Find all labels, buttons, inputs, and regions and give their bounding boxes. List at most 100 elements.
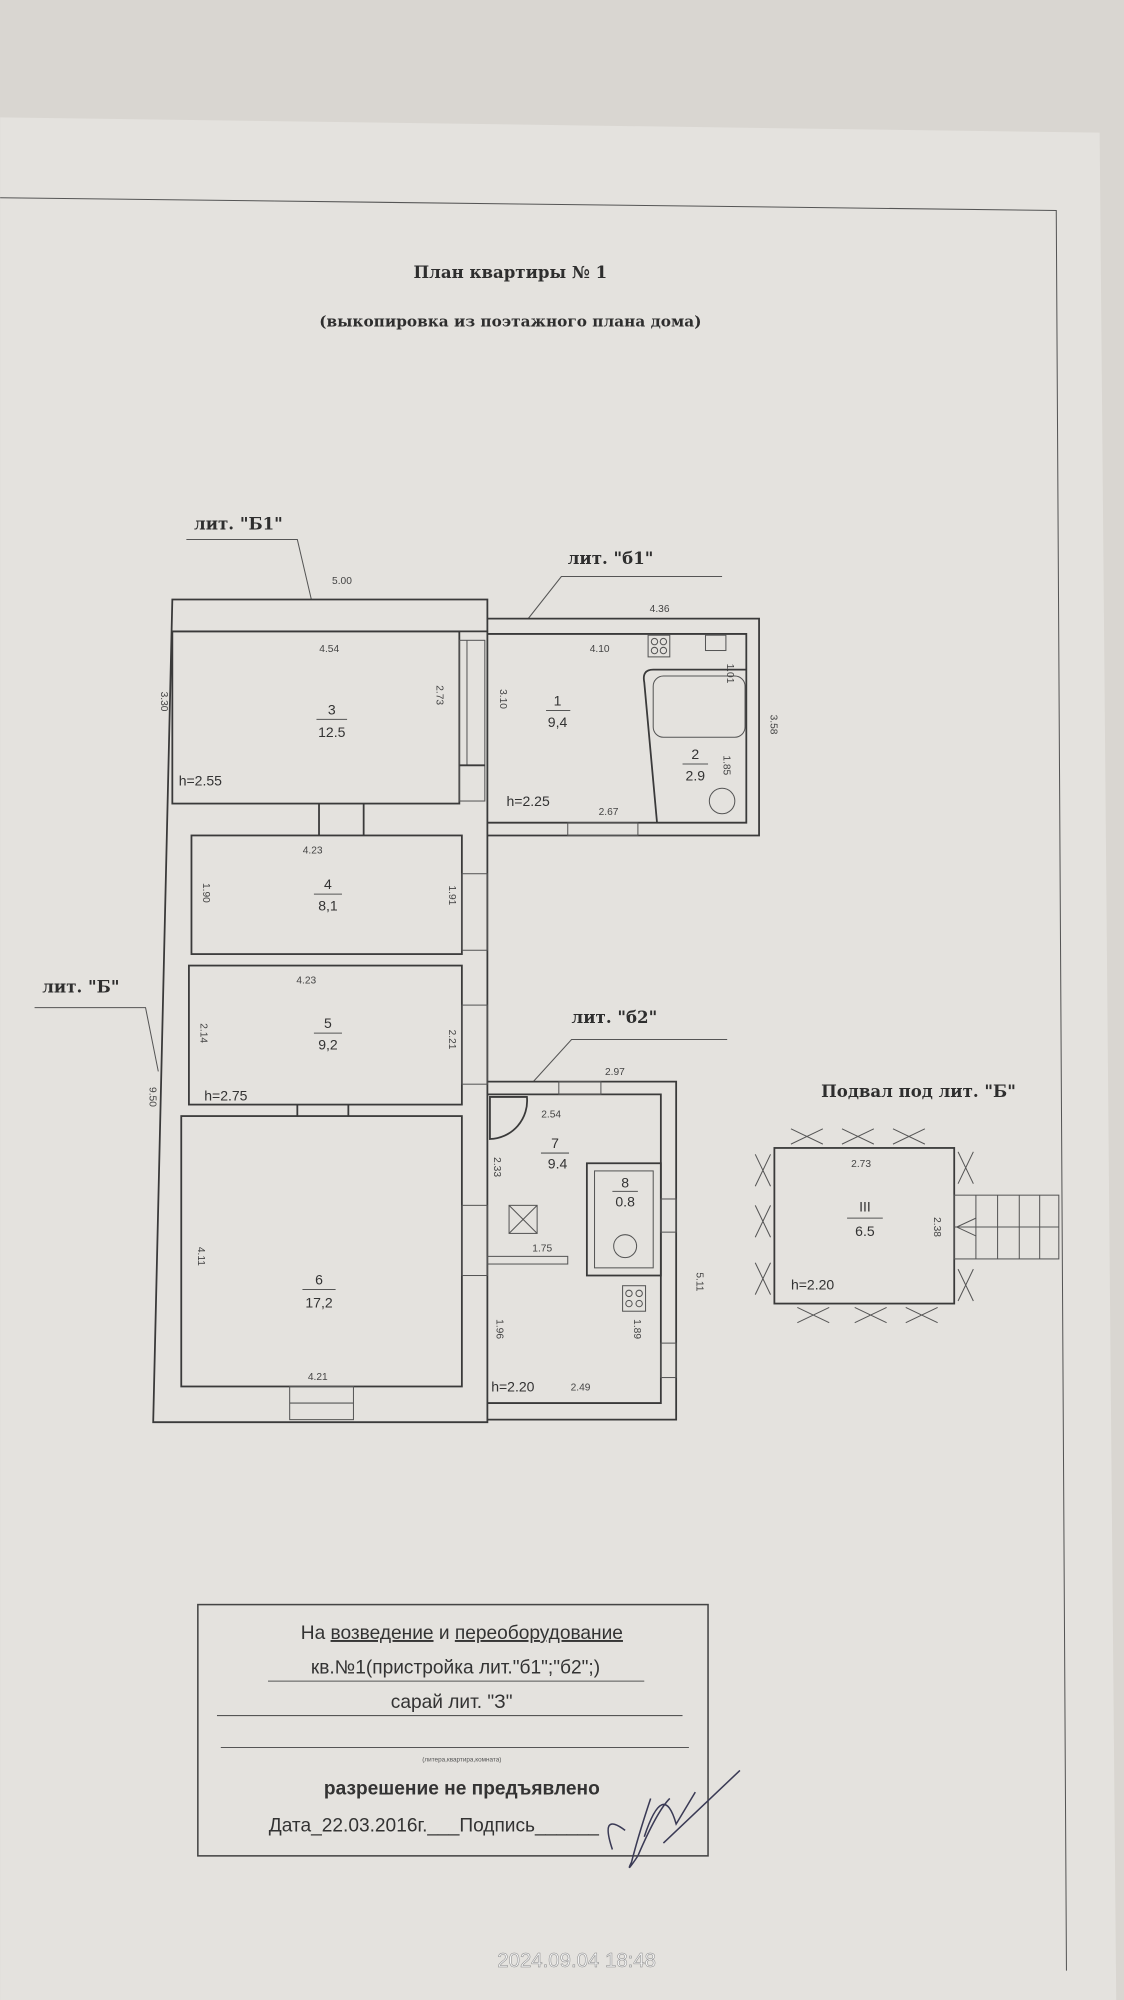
room-number: 7 [551, 1135, 559, 1151]
leader-line [527, 576, 723, 619]
bathtub-icon [652, 675, 746, 738]
window [660, 1198, 677, 1233]
stove-icon [622, 1285, 647, 1312]
document-subtitle: (выкопировка из поэтажного плана дома) [319, 313, 701, 331]
room-area: 9.4 [548, 1155, 568, 1171]
room-area: 9,2 [318, 1037, 338, 1053]
room-number: III [859, 1199, 871, 1215]
stamp-line-1: На возведение и переоборудование [301, 1623, 623, 1644]
dimension-label: 1.01 [724, 664, 735, 684]
window [660, 1342, 677, 1379]
label-lit-B1: лит. "Б1" [194, 513, 283, 533]
dimension-label: 4.10 [590, 644, 610, 655]
dimension-label: 2.67 [599, 807, 619, 818]
room-number: 2 [691, 746, 699, 762]
room-labels: 1 9,4 2 2.9 3 12.5 4 8,1 5 9,2 6 17,2 7 … [302, 692, 883, 1310]
dimension-label: 4.21 [308, 1372, 328, 1383]
dimension-label: 2.49 [571, 1382, 591, 1393]
signature [607, 1769, 741, 1869]
room-number: 3 [328, 701, 336, 717]
building-B [152, 598, 489, 1424]
dimension-label: 3.58 [768, 715, 779, 735]
ceiling-height: h=2.25 [507, 793, 550, 809]
stair-icon [953, 1194, 1060, 1260]
approval-stamp: На возведение и переоборудование кв.№1(п… [197, 1603, 741, 1869]
room-area: 8,1 [318, 898, 338, 914]
dimension-label: 2.21 [446, 1030, 457, 1050]
dimension-label: 4.54 [319, 644, 339, 655]
stamp-line-2: кв.№1(пристройка лит."б1";"б2";) [311, 1657, 600, 1678]
dimension-label: 5.11 [694, 1272, 705, 1291]
dimension-label: 1.96 [493, 1319, 504, 1339]
room-number: 4 [324, 876, 332, 892]
stamp-date-signature: Дата_22.03.2016г.___Подпись______ [269, 1816, 599, 1837]
room-area: 6.5 [855, 1223, 875, 1239]
dimension-label: 2.73 [433, 685, 444, 705]
sink-icon [704, 634, 727, 652]
paper [0, 117, 1117, 2000]
dimension-label: 1.91 [446, 885, 457, 905]
ceiling-height: h=2.20 [791, 1277, 834, 1293]
leader-line [532, 1039, 728, 1082]
dimension-label: 3.30 [158, 692, 169, 712]
stove-icon [647, 634, 671, 658]
label-lit-b1: лит. "б1" [568, 548, 654, 568]
dimension-label: 4.36 [650, 604, 670, 615]
room-area: 17,2 [305, 1294, 332, 1310]
extension-b1 [487, 617, 760, 837]
photo-timestamp: 2024.09.04 18:48 [497, 1950, 656, 1972]
label-lit-b2: лит. "б2" [572, 1007, 658, 1027]
room-number: 6 [315, 1271, 323, 1287]
bathroom-partition [642, 668, 747, 823]
stamp-line-3: сарай лит. "З" [391, 1692, 513, 1713]
dimension-label: 1.75 [532, 1243, 552, 1254]
dimension-label: 9.50 [146, 1087, 157, 1107]
ventilation-icon [508, 1204, 538, 1234]
partition [486, 1255, 569, 1265]
extension-b2 [486, 1080, 678, 1421]
room-area: 9,4 [548, 714, 568, 730]
window [567, 822, 639, 836]
dimension-label: 2.33 [491, 1157, 502, 1177]
earth-hatch [754, 1128, 974, 1324]
window [461, 1004, 488, 1085]
dimension-label: 4.23 [303, 845, 323, 856]
stamp-caption: (литера,квартира,комната) [422, 1756, 501, 1763]
dimension-label: 1.90 [200, 883, 211, 903]
toilet-icon [613, 1234, 638, 1259]
dimension-label: 1.85 [720, 755, 731, 775]
dimension-label: 2.38 [931, 1217, 942, 1237]
dimension-labels: 5.00 4.54 3.30 2.73 3.10 4.36 4.10 1.01 … [146, 576, 941, 1393]
dimension-label: 2.97 [605, 1067, 625, 1078]
dimension-label: 5.00 [332, 576, 352, 587]
toilet-icon [708, 787, 736, 815]
document-title: План квартиры № 1 [413, 262, 607, 282]
dimension-label: 2.14 [197, 1023, 208, 1043]
doorway [461, 1204, 488, 1277]
dimension-label: 1.89 [631, 1319, 642, 1339]
doorway [558, 1081, 602, 1095]
dimension-label: 3.10 [497, 689, 508, 709]
leader-line [186, 539, 312, 600]
basement: Подвал под лит. "Б" [754, 1081, 1060, 1324]
room-number: 1 [554, 692, 562, 708]
dimension-label: 2.54 [541, 1109, 561, 1120]
ceiling-height: h=2.75 [204, 1088, 247, 1104]
dimension-label: 4.23 [296, 975, 316, 986]
window [458, 639, 486, 802]
room-area: 0.8 [615, 1194, 635, 1210]
basement-title: Подвал под лит. "Б" [821, 1081, 1016, 1101]
ceiling-height: h=2.55 [179, 773, 222, 789]
room-number: 8 [621, 1175, 629, 1191]
dimension-label: 2.73 [851, 1159, 871, 1170]
room-number: 5 [324, 1015, 332, 1031]
stamp-status: разрешение не предъявлено [324, 1779, 600, 1800]
window [461, 873, 488, 951]
stove-corner-icon [489, 1096, 528, 1140]
leader-line [34, 1007, 159, 1072]
room-area: 12.5 [318, 724, 345, 740]
room-area: 2.9 [686, 768, 706, 784]
label-lit-B: лит. "Б" [42, 976, 119, 996]
dimension-label: 4.11 [195, 1247, 206, 1266]
